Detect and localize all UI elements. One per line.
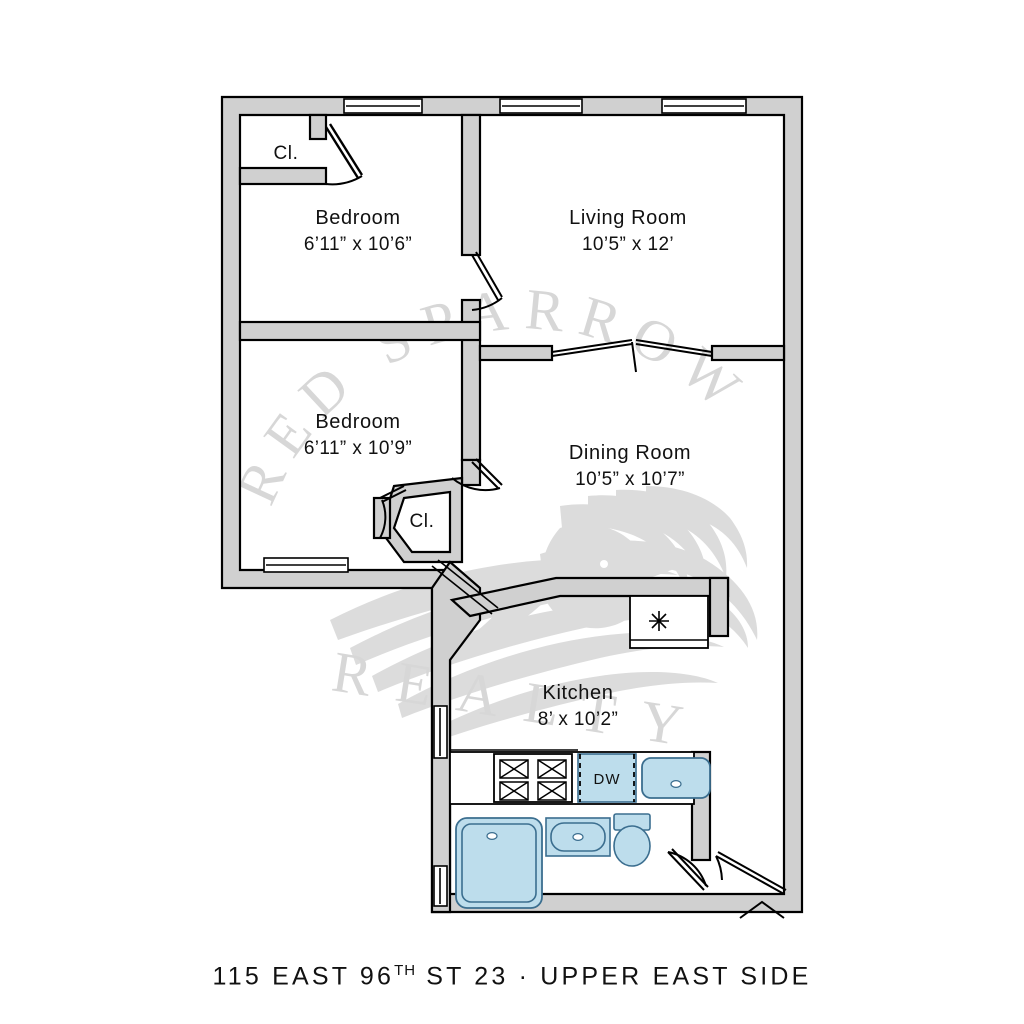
door-closet-2 [379, 485, 407, 539]
four-burner-icon [499, 759, 567, 801]
closet-1-wall-right [308, 113, 328, 141]
room-label-dining-room: Dining Room 10’5” x 10’7” [569, 442, 691, 490]
door-closet-1 [324, 123, 364, 186]
room-label-kitchen: Kitchen 8’ x 10’2” [538, 682, 618, 730]
window-kitchen-lower [433, 865, 448, 907]
closet-1-label: Cl. [273, 143, 298, 164]
room-name: Living Room [569, 207, 687, 229]
dishwasher [577, 753, 637, 803]
interior-wall-bedrooms [238, 320, 482, 342]
interior-wall-vertical [460, 113, 482, 257]
window-top-3 [661, 98, 747, 114]
wall-kitchen-right [708, 576, 730, 638]
door-double-living-dining [551, 339, 713, 373]
dishwasher-label: DW [594, 771, 621, 788]
room-dimensions: 8’ x 10’2” [538, 709, 618, 730]
room-name: Kitchen [543, 682, 614, 704]
room-labels-group: Bedroom 6’11” x 10’6” Living Room 10’5” … [273, 143, 691, 788]
entry-arrow-icon [739, 900, 785, 919]
room-label-bedroom-2: Bedroom 6’11” x 10’9” [304, 411, 412, 459]
closet-1-wall-bottom [238, 166, 328, 186]
room-name: Bedroom [315, 207, 400, 229]
door-bedroom-2 [451, 458, 503, 492]
stove-range [493, 753, 573, 803]
room-dimensions: 6’11” x 10’6” [304, 234, 412, 255]
window-bedroom2-bottom [263, 557, 349, 573]
room-name: Bedroom [315, 411, 400, 433]
windows-group [263, 98, 747, 907]
window-top-1 [343, 98, 423, 114]
interior-wall-vertical-3 [460, 458, 482, 487]
bathtub [455, 817, 543, 909]
fixtures-group [449, 595, 711, 909]
door-entry-inner [667, 848, 709, 891]
kitchen-sink [641, 757, 711, 799]
door-bedroom-1 [471, 251, 503, 311]
caption-prefix: 115 EAST 96 [212, 962, 395, 991]
window-top-2 [499, 98, 583, 114]
window-kitchen-upper [433, 705, 448, 759]
doors-group [324, 123, 787, 919]
door-entry-outer [715, 851, 787, 895]
refrigerator [629, 595, 709, 649]
room-name: Dining Room [569, 442, 691, 464]
caption-suffix: ST 23 · UPPER EAST SIDE [416, 962, 812, 991]
room-label-bedroom-1: Bedroom 6’11” x 10’6” [304, 207, 412, 255]
walls-group [220, 95, 804, 914]
room-dimensions: 10’5” x 10’7” [575, 469, 685, 490]
closet-2-label: Cl. [409, 511, 434, 532]
wall-living-dining-right [710, 344, 786, 362]
window-diagonal-sliding [431, 559, 499, 615]
room-label-living-room: Living Room 10’5” x 12’ [569, 207, 687, 255]
room-dimensions: 6’11” x 10’9” [304, 438, 412, 459]
wall-living-dining-left [478, 344, 554, 362]
caption-ordinal-suffix: TH [394, 962, 417, 979]
address-caption: 115 EAST 96TH ST 23 · UPPER EAST SIDE [0, 962, 1024, 991]
snowflake-icon [649, 611, 669, 631]
bathroom-sink [545, 817, 611, 857]
room-dimensions: 10’5” x 12’ [582, 234, 674, 255]
toilet [613, 813, 651, 867]
